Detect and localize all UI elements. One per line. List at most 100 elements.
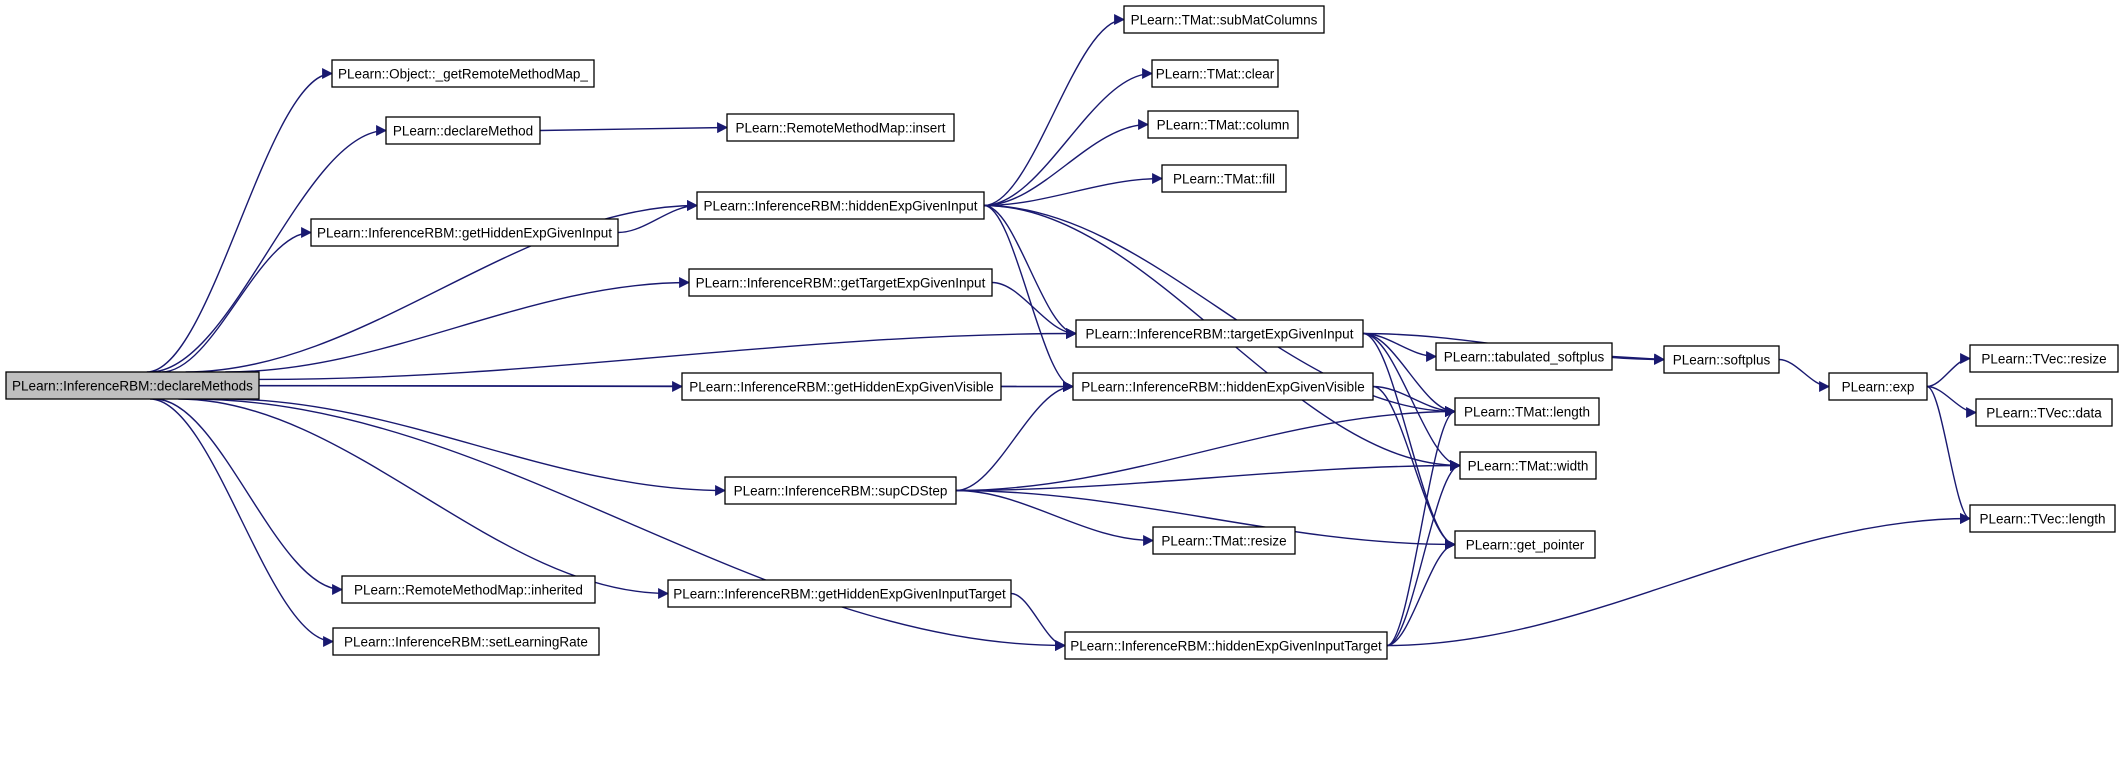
node-get-hidden-exp-given-input[interactable]: PLearn::InferenceRBM::getHiddenExpGivenI… <box>310 218 619 247</box>
edge-hidden-exp-given-input-target-to-tmat-length <box>1386 406 1457 647</box>
node-box <box>681 372 1002 401</box>
node-tabulated-softplus[interactable]: PLearn::tabulated_softplus <box>1435 342 1613 371</box>
edge-declare-methods-to-sup-cdstep <box>223 398 727 496</box>
node-box <box>726 113 955 142</box>
node-softplus[interactable]: PLearn::softplus <box>1663 345 1780 374</box>
node-box <box>1663 345 1780 374</box>
node-box <box>667 579 1012 608</box>
node-tvec-length[interactable]: PLearn::TVec::length <box>1969 504 2116 533</box>
node-label: PLearn::declareMethod <box>393 124 533 139</box>
node-hidden-exp-given-input-target[interactable]: PLearn::InferenceRBM::hiddenExpGivenInpu… <box>1064 631 1388 660</box>
node-box <box>696 191 985 220</box>
node-box <box>1075 319 1364 348</box>
edge-declare-methods-to-get-remote-method-map <box>146 68 334 373</box>
node-box <box>1969 344 2119 373</box>
node-label: PLearn::TMat::subMatColumns <box>1131 13 1318 28</box>
node-label: PLearn::softplus <box>1673 353 1771 368</box>
node-sup-cdstep[interactable]: PLearn::InferenceRBM::supCDStep <box>724 476 957 505</box>
node-target-exp-given-input[interactable]: PLearn::InferenceRBM::targetExpGivenInpu… <box>1075 319 1364 348</box>
node-box <box>1975 398 2113 427</box>
edge-hidden-exp-given-input-to-tmat-length <box>983 204 1457 417</box>
edge-declare-methods-to-get-hidden-exp-given-input <box>161 227 313 373</box>
edge-hidden-exp-given-input-target-to-tmat-width <box>1386 460 1462 647</box>
node-label: PLearn::TMat::clear <box>1156 67 1275 82</box>
node-tvec-resize[interactable]: PLearn::TVec::resize <box>1969 344 2119 373</box>
edge-sup-cdstep-to-tmat-length <box>955 406 1457 492</box>
node-exp[interactable]: PLearn::exp <box>1828 372 1928 401</box>
node-label: PLearn::TMat::length <box>1464 405 1590 420</box>
node-label: PLearn::InferenceRBM::supCDStep <box>734 484 948 499</box>
node-hidden-exp-given-visible[interactable]: PLearn::InferenceRBM::hiddenExpGivenVisi… <box>1072 372 1374 401</box>
node-box <box>341 575 596 604</box>
edge-target-exp-given-input-to-tmat-width <box>1362 332 1462 471</box>
edge-sup-cdstep-to-get-pointer <box>955 489 1457 550</box>
node-label: PLearn::InferenceRBM::hiddenExpGivenVisi… <box>1081 380 1364 395</box>
edge-declare-methods-to-set-learning-rate <box>150 398 335 647</box>
node-label: PLearn::get_pointer <box>1466 538 1585 553</box>
node-box <box>1147 110 1299 139</box>
node-rmm-insert[interactable]: PLearn::RemoteMethodMap::insert <box>726 113 955 142</box>
edge-declare-methods-to-hidden-exp-given-input <box>185 200 699 373</box>
node-declare-method[interactable]: PLearn::declareMethod <box>385 116 541 145</box>
node-box <box>1064 631 1388 660</box>
node-box <box>1072 372 1374 401</box>
nodes-layer: PLearn::InferenceRBM::declareMethodsPLea… <box>5 5 2119 660</box>
node-label: PLearn::TVec::data <box>1986 406 2102 421</box>
node-rmm-inherited[interactable]: PLearn::RemoteMethodMap::inherited <box>341 575 596 604</box>
node-get-hidden-exp-given-input-target[interactable]: PLearn::InferenceRBM::getHiddenExpGivenI… <box>667 579 1012 608</box>
node-label: PLearn::InferenceRBM::getHiddenExpGivenI… <box>673 587 1006 602</box>
edge-exp-to-tvec-length <box>1926 385 1972 524</box>
edge-sup-cdstep-to-tmat-width <box>955 460 1462 492</box>
node-tmat-fill[interactable]: PLearn::TMat::fill <box>1161 164 1287 193</box>
edge-hidden-exp-given-input-to-tmat-sub-mat-columns <box>983 14 1126 207</box>
node-label: PLearn::TMat::resize <box>1161 534 1286 549</box>
node-get-remote-method-map[interactable]: PLearn::Object::_getRemoteMethodMap_ <box>331 59 595 88</box>
edge-hidden-exp-given-input-to-tmat-clear <box>983 68 1154 207</box>
node-get-pointer[interactable]: PLearn::get_pointer <box>1454 530 1596 559</box>
edge-hidden-exp-given-input-to-target-exp-given-input <box>983 204 1078 339</box>
node-label: PLearn::TMat::column <box>1157 118 1290 133</box>
edge-get-hidden-exp-given-input-to-hidden-exp-given-input <box>617 200 699 234</box>
node-label: PLearn::InferenceRBM::setLearningRate <box>344 635 588 650</box>
edge-hidden-exp-given-input-target-to-get-pointer <box>1386 539 1457 647</box>
node-tmat-clear[interactable]: PLearn::TMat::clear <box>1151 59 1279 88</box>
node-box <box>1969 504 2116 533</box>
edge-declare-methods-to-declare-method <box>149 125 388 373</box>
node-label: PLearn::InferenceRBM::targetExpGivenInpu… <box>1086 327 1354 342</box>
node-box <box>1123 5 1325 34</box>
node-box <box>1454 397 1600 426</box>
node-tmat-length[interactable]: PLearn::TMat::length <box>1454 397 1600 426</box>
node-label: PLearn::tabulated_softplus <box>1444 350 1605 365</box>
node-tmat-resize[interactable]: PLearn::TMat::resize <box>1152 526 1296 555</box>
node-tmat-width[interactable]: PLearn::TMat::width <box>1459 451 1597 480</box>
node-box <box>1459 451 1597 480</box>
edge-declare-methods-to-hidden-exp-given-input-target <box>189 398 1067 651</box>
edge-hidden-exp-given-input-to-tmat-column <box>983 119 1150 207</box>
edge-sup-cdstep-to-tmat-resize <box>955 489 1155 546</box>
node-box <box>1435 342 1613 371</box>
edge-get-target-exp-given-input-to-target-exp-given-input <box>991 281 1078 339</box>
node-label: PLearn::RemoteMethodMap::insert <box>735 121 945 136</box>
edge-declare-method-to-rmm-insert <box>539 122 729 134</box>
node-box <box>1151 59 1279 88</box>
node-declare-methods[interactable]: PLearn::InferenceRBM::declareMethods <box>5 371 260 400</box>
node-box <box>332 627 600 656</box>
edge-hidden-exp-given-input-to-tmat-fill <box>983 173 1164 207</box>
edges-layer <box>146 14 1978 651</box>
node-tmat-sub-mat-columns[interactable]: PLearn::TMat::subMatColumns <box>1123 5 1325 34</box>
node-label: PLearn::InferenceRBM::getTargetExpGivenI… <box>696 276 986 291</box>
node-set-learning-rate[interactable]: PLearn::InferenceRBM::setLearningRate <box>332 627 600 656</box>
node-get-hidden-exp-given-visible[interactable]: PLearn::InferenceRBM::getHiddenExpGivenV… <box>681 372 1002 401</box>
edge-sup-cdstep-to-hidden-exp-given-visible <box>955 381 1075 492</box>
node-tmat-column[interactable]: PLearn::TMat::column <box>1147 110 1299 139</box>
node-box <box>331 59 595 88</box>
node-tvec-data[interactable]: PLearn::TVec::data <box>1975 398 2113 427</box>
edge-declare-methods-to-rmm-inherited <box>154 398 344 595</box>
node-hidden-exp-given-input[interactable]: PLearn::InferenceRBM::hiddenExpGivenInpu… <box>696 191 985 220</box>
node-box <box>1454 530 1596 559</box>
node-box <box>1161 164 1287 193</box>
node-get-target-exp-given-input[interactable]: PLearn::InferenceRBM::getTargetExpGivenI… <box>688 268 993 297</box>
edge-declare-methods-to-get-target-exp-given-input <box>225 277 691 373</box>
edge-exp-to-tvec-data <box>1926 385 1978 418</box>
node-label: PLearn::TVec::resize <box>1981 352 2106 367</box>
